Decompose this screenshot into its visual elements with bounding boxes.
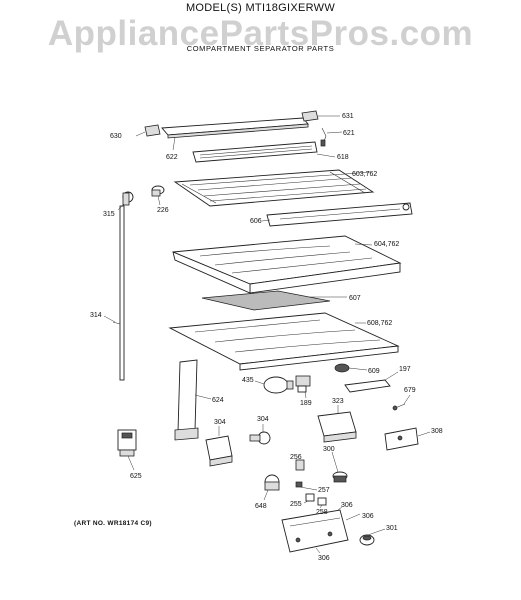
- part-679-drawing: [392, 403, 406, 411]
- part-226-drawing: [151, 185, 165, 197]
- part-300-drawing: [332, 471, 348, 483]
- label-197: 197: [399, 366, 411, 373]
- art-number: (ART NO. WR18174 C9): [74, 520, 152, 527]
- part-618-drawing: [192, 141, 318, 163]
- part-621-drawing: [320, 127, 327, 147]
- label-622: 622: [166, 154, 178, 161]
- watermark-text: AppliancePartsPros.com: [47, 14, 474, 53]
- part-606-drawing: [266, 202, 413, 227]
- label-189: 189: [300, 400, 312, 407]
- part-625-drawing: [117, 429, 137, 457]
- part-labels: 630 631 621 622 618 603,762 315 226 606 …: [90, 113, 443, 562]
- part-608-762-drawing: [168, 312, 400, 371]
- label-300: 300: [323, 446, 335, 453]
- part-607-drawing: [201, 290, 331, 311]
- part-631-drawing: [301, 110, 319, 122]
- label-607: 607: [349, 295, 361, 302]
- part-304-left-drawing: [205, 435, 233, 467]
- part-314-drawing: [112, 205, 125, 381]
- part-624-drawing: [174, 359, 199, 441]
- part-604-762-drawing: [172, 235, 402, 294]
- label-323: 323: [332, 398, 344, 405]
- label-631: 631: [342, 113, 354, 120]
- label-624: 624: [212, 397, 224, 404]
- label-630: 630: [110, 133, 122, 140]
- label-625: 625: [130, 473, 142, 480]
- part-189-drawing: [295, 375, 311, 393]
- part-609-drawing: [334, 363, 350, 373]
- label-256: 256: [290, 454, 302, 461]
- label-255: 255: [290, 501, 302, 508]
- label-621: 621: [343, 130, 355, 137]
- part-255-drawing: [305, 493, 315, 502]
- label-608-762: 608,762: [367, 320, 392, 327]
- label-306-bottom: 306: [318, 555, 330, 562]
- label-606: 606: [250, 218, 262, 225]
- label-618: 618: [337, 154, 349, 161]
- label-304-right: 304: [257, 416, 269, 423]
- model-title: MODEL(S) MTI18GIXERWW: [185, 2, 336, 14]
- part-306-drawing: [281, 509, 349, 553]
- part-197-drawing: [344, 379, 391, 393]
- part-315-drawing: [122, 191, 134, 206]
- label-258: 258: [316, 509, 328, 516]
- label-603-762: 603,762: [352, 171, 377, 178]
- part-603-762-drawing: [173, 169, 375, 207]
- leader-lines: [103, 115, 431, 554]
- label-304-left: 304: [214, 419, 226, 426]
- label-435: 435: [242, 377, 254, 384]
- label-314: 314: [90, 312, 102, 319]
- label-609: 609: [368, 368, 380, 375]
- label-257: 257: [318, 487, 330, 494]
- section-title: COMPARTMENT SEPARATOR PARTS: [186, 44, 335, 53]
- label-308: 308: [431, 428, 443, 435]
- part-258-drawing: [317, 497, 327, 506]
- label-679: 679: [404, 387, 416, 394]
- label-226: 226: [157, 207, 169, 214]
- part-257-drawing: [295, 481, 303, 488]
- part-630-drawing: [144, 124, 161, 137]
- part-301-drawing: [359, 534, 375, 546]
- part-304-right-drawing: [249, 431, 271, 445]
- part-648-drawing: [264, 474, 280, 491]
- label-306-top: 306: [341, 502, 353, 509]
- part-323-drawing: [317, 411, 357, 443]
- label-604-762: 604,762: [374, 241, 399, 248]
- label-301: 301: [386, 525, 398, 532]
- part-256-drawing: [295, 459, 305, 471]
- label-315: 315: [103, 211, 115, 218]
- part-435-drawing: [263, 376, 294, 394]
- label-648: 648: [255, 503, 267, 510]
- part-308-drawing: [384, 427, 419, 451]
- part-622-drawing: [161, 117, 309, 139]
- label-306-right: 306: [362, 513, 374, 520]
